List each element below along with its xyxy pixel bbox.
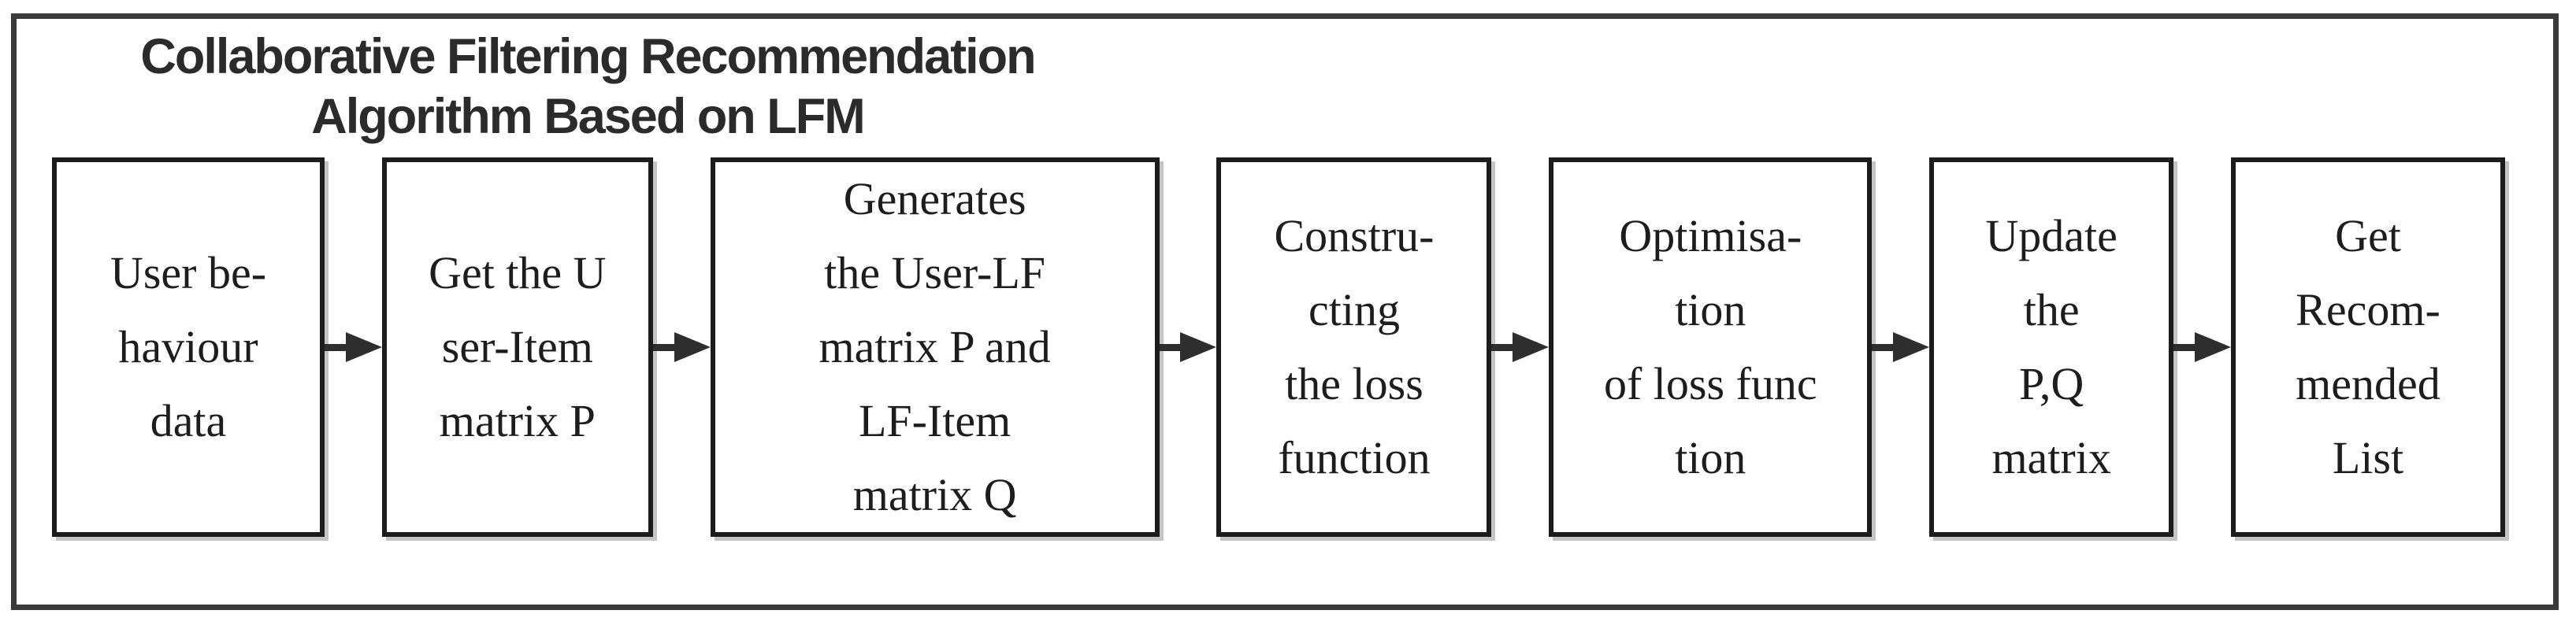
arrow-head bbox=[1513, 332, 1550, 362]
arrow-right-icon bbox=[2173, 157, 2231, 537]
arrow-shaft bbox=[2173, 343, 2199, 351]
arrow-right-icon bbox=[1491, 157, 1550, 537]
flow-step-label: User be- haviour data bbox=[109, 247, 267, 446]
arrow-head bbox=[1180, 332, 1217, 362]
arrow-right-icon bbox=[325, 157, 382, 537]
flow-step-generate-lf-matrices: Generates the User-LF matrix P and LF-It… bbox=[710, 157, 1160, 537]
title-line-2: Algorithm Based on LFM bbox=[311, 89, 865, 144]
arrow-shaft bbox=[1872, 343, 1899, 351]
outer-frame: Collaborative Filtering Recommendation A… bbox=[11, 13, 2559, 610]
flow-step-construct-loss-function: Constru- cting the loss function bbox=[1216, 157, 1492, 537]
flowchart-row: User be- haviour data Get the U ser-Item… bbox=[52, 157, 2505, 537]
flow-step-get-recommended-list: Get Recom- mended List bbox=[2230, 157, 2505, 537]
arrow-right-icon bbox=[652, 157, 711, 537]
arrow-head bbox=[674, 332, 711, 362]
flow-step-update-pq-matrix: Update the P,Q matrix bbox=[1929, 157, 2174, 537]
flow-step-label: Generates the User-LF matrix P and LF-It… bbox=[818, 173, 1051, 520]
diagram-title: Collaborative Filtering Recommendation A… bbox=[95, 27, 1080, 146]
flow-step-label: Get the U ser-Item matrix P bbox=[429, 247, 607, 446]
flow-step-label: Constru- cting the loss function bbox=[1274, 210, 1435, 483]
arrow-right-icon bbox=[1159, 157, 1217, 537]
arrow-head bbox=[1893, 332, 1930, 362]
arrow-shaft bbox=[1491, 343, 1518, 351]
flow-step-label: Get Recom- mended List bbox=[2296, 210, 2441, 483]
flow-step-label: Optimisa- tion of loss func tion bbox=[1603, 210, 1817, 483]
flow-step-label: Update the P,Q matrix bbox=[1985, 210, 2118, 483]
arrow-head bbox=[2194, 332, 2231, 362]
arrow-shaft bbox=[652, 343, 679, 351]
title-line-1: Collaborative Filtering Recommendation bbox=[140, 29, 1036, 84]
flow-step-optimise-loss-function: Optimisa- tion of loss func tion bbox=[1549, 157, 1873, 537]
arrow-shaft bbox=[1159, 343, 1186, 351]
arrow-shaft bbox=[325, 343, 351, 351]
arrow-head bbox=[345, 332, 382, 362]
arrow-right-icon bbox=[1872, 157, 1930, 537]
flow-step-user-item-matrix: Get the U ser-Item matrix P bbox=[381, 157, 653, 537]
flow-step-user-behaviour-data: User be- haviour data bbox=[52, 157, 325, 537]
